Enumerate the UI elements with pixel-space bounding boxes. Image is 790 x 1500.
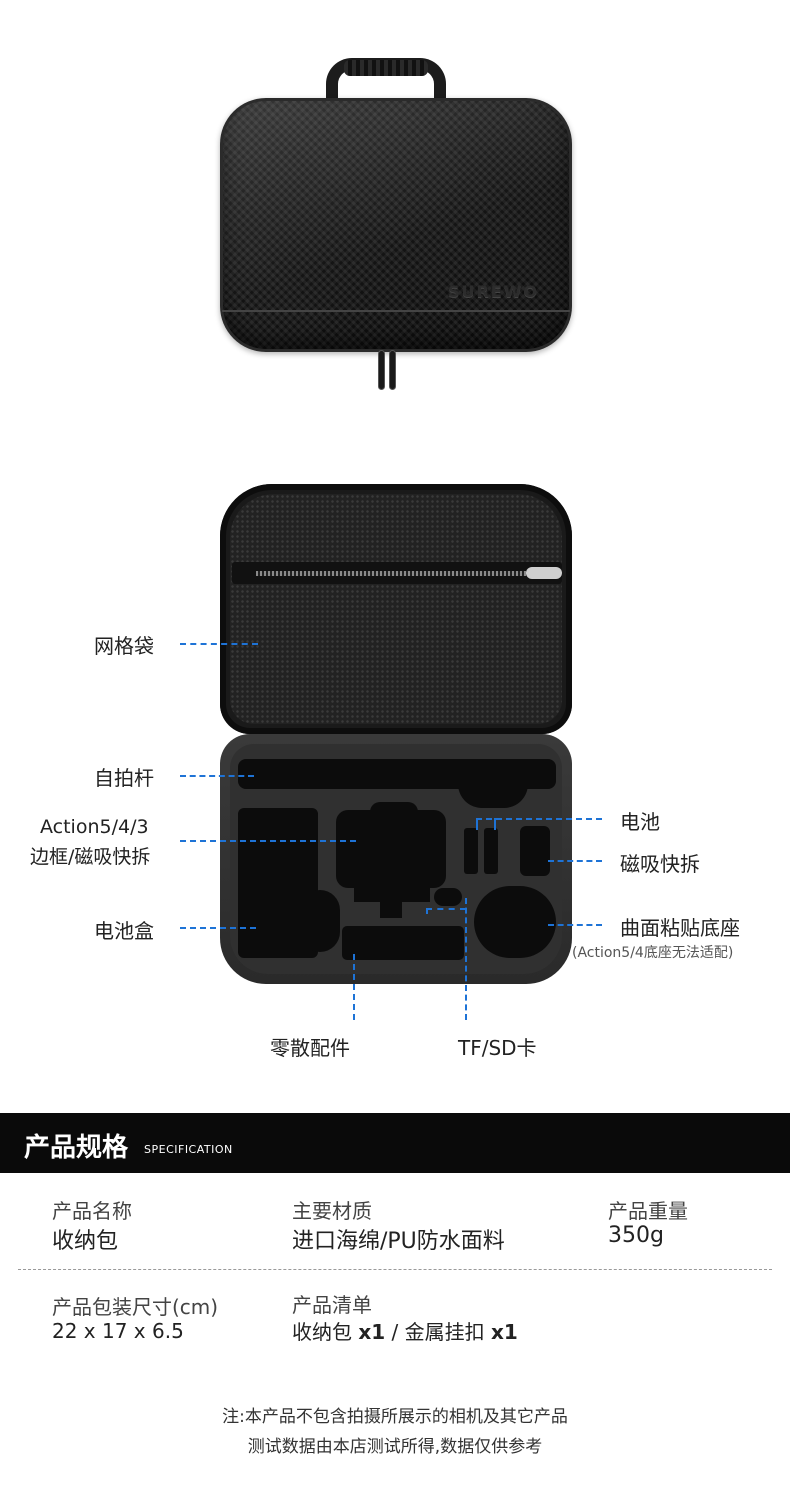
line-magnetic-release xyxy=(548,860,602,862)
spec-material-label: 主要材质 xyxy=(292,1199,372,1223)
slot-battery-1 xyxy=(464,828,478,874)
spec-size-value: 22 x 17 x 6.5 xyxy=(52,1319,184,1343)
slot-action-frame xyxy=(336,810,446,888)
label-action-frame-2: 边框/磁吸快拆 xyxy=(30,846,151,868)
spec-list-row: 收纳包 x1 / 金属挂扣 x1 xyxy=(292,1316,518,1345)
spec-name-label: 产品名称 xyxy=(52,1199,132,1223)
slot-curved-mount xyxy=(474,886,556,958)
slot-action-frame-stem xyxy=(354,884,430,902)
label-accessories: 零散配件 xyxy=(270,1036,350,1060)
label-selfie-stick: 自拍杆 xyxy=(94,766,154,790)
line-tf-card-h xyxy=(426,908,466,910)
case-seam xyxy=(222,310,570,350)
label-battery-box: 电池盒 xyxy=(94,919,154,943)
slot-tf-card xyxy=(434,888,462,906)
spec-divider xyxy=(18,1269,772,1270)
label-mesh-bag: 网格袋 xyxy=(94,634,154,658)
spec-list-label: 产品清单 xyxy=(292,1293,372,1317)
brand-logo: SUREWO xyxy=(448,282,540,301)
line-mesh-bag xyxy=(180,643,258,645)
line-tf-card-drop xyxy=(426,908,428,914)
slot-action-frame-top xyxy=(370,802,418,818)
line-action-frame xyxy=(180,840,356,842)
label-curved-mount-note: (Action5/4底座无法适配) xyxy=(572,945,734,961)
line-battery-drop-1 xyxy=(476,818,478,830)
closed-case-image xyxy=(220,98,572,352)
label-tf-sd-card: TF/SD卡 xyxy=(458,1036,537,1060)
slot-selfie-stick-notch xyxy=(458,784,528,808)
spec-list-qty2: x1 xyxy=(491,1320,518,1344)
spec-name-value: 收纳包 xyxy=(52,1229,119,1254)
label-battery: 电池 xyxy=(620,810,660,834)
spec-list-item1: 收纳包 xyxy=(292,1320,352,1344)
slot-magnetic-release xyxy=(520,826,550,876)
spec-title: 产品规格 xyxy=(24,1133,129,1163)
label-action-frame-1: Action5/4/3 xyxy=(40,816,149,838)
spec-list-sep: / xyxy=(391,1320,399,1344)
line-accessories xyxy=(353,954,355,1020)
note-line-2: 测试数据由本店测试所得,数据仅供参考 xyxy=(247,1437,543,1457)
slot-battery-2 xyxy=(484,828,498,874)
slot-action-frame-post xyxy=(380,898,402,918)
line-tf-card xyxy=(465,898,467,1020)
label-curved-mount: 曲面粘贴底座 xyxy=(620,916,740,940)
note-line-1: 注:本产品不包含拍摄所展示的相机及其它产品 xyxy=(222,1407,568,1427)
spec-list-qty1: x1 xyxy=(358,1320,386,1344)
label-magnetic-release: 磁吸快拆 xyxy=(620,852,700,876)
handle-grip xyxy=(344,60,428,76)
line-selfie-stick xyxy=(180,775,254,777)
spec-material-value: 进口海绵/PU防水面料 xyxy=(292,1229,505,1254)
zipper-pull-icon xyxy=(378,350,398,392)
spec-header-bar xyxy=(0,1113,790,1173)
line-battery xyxy=(476,818,602,820)
spec-list-item2: 金属挂扣 xyxy=(404,1320,485,1344)
slot-accessories xyxy=(342,926,464,960)
zipper-teeth xyxy=(256,571,526,576)
line-curved-mount xyxy=(548,924,602,926)
line-battery-drop-2 xyxy=(494,818,496,830)
foam-insert xyxy=(230,744,562,974)
spec-size-label: 产品包装尺寸(cm) xyxy=(52,1295,219,1319)
spec-subtitle: SPECIFICATION xyxy=(144,1143,233,1156)
line-battery-box xyxy=(180,927,256,929)
zipper-slider xyxy=(526,567,562,579)
slot-battery-box-round xyxy=(300,890,340,952)
mesh-pocket xyxy=(230,494,562,724)
spec-weight-value: 350g xyxy=(608,1223,664,1248)
spec-weight-label: 产品重量 xyxy=(608,1199,688,1223)
